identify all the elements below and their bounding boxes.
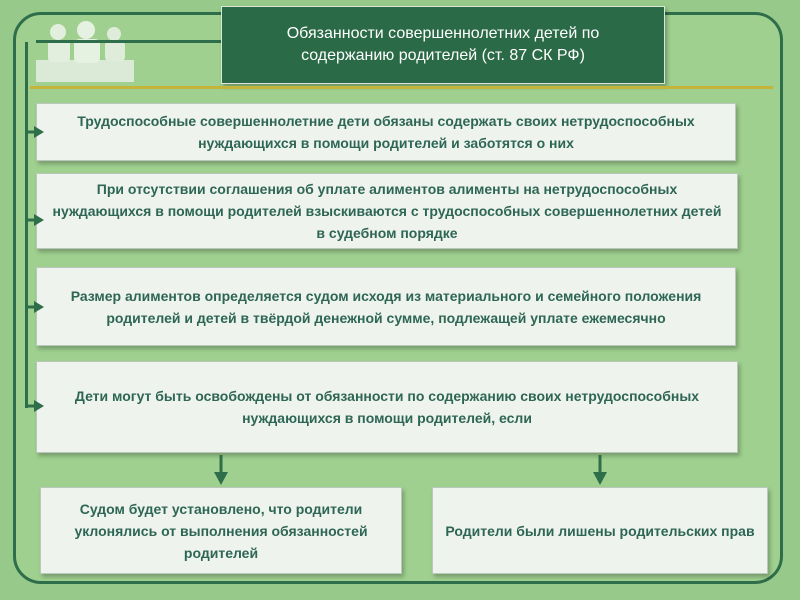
down-arrow-right xyxy=(593,455,607,485)
statement-box-1: Трудоспособные совершеннолетние дети обя… xyxy=(36,103,736,161)
down-arrow-left xyxy=(214,455,228,485)
statement-box-2: При отсутствии соглашения об уплате алим… xyxy=(36,173,738,249)
connector-vertical xyxy=(25,42,28,408)
title-underline xyxy=(30,86,773,89)
side-arrow-4 xyxy=(27,400,44,412)
condition-box-1: Судом будет установлено, что родители ук… xyxy=(40,487,402,574)
statement-box-4: Дети могут быть освобождены от обязаннос… xyxy=(36,361,738,453)
statement-box-3: Размер алиментов определяется судом исхо… xyxy=(36,267,736,346)
side-arrow-3 xyxy=(27,301,44,313)
people-silhouette-logo xyxy=(36,21,134,82)
condition-box-2: Родители были лишены родительских прав xyxy=(432,487,768,574)
diagram-title: Обязанности совершеннолетних детей по со… xyxy=(221,6,665,84)
connector-horizontal xyxy=(36,40,222,43)
side-arrow-1 xyxy=(27,126,44,138)
side-arrow-2 xyxy=(27,214,44,226)
